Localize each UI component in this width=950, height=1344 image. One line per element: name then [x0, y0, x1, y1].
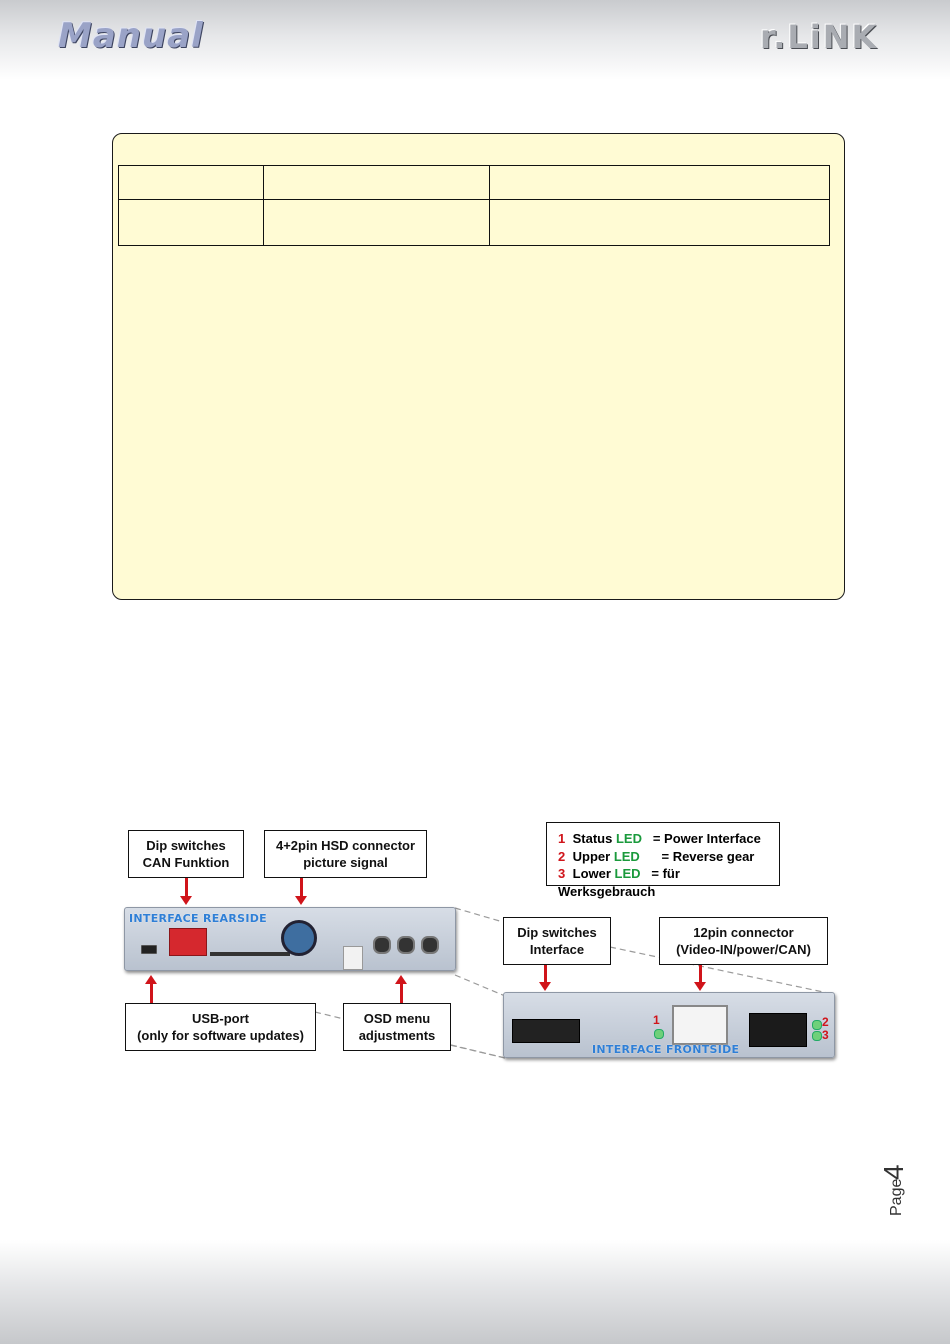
legend-name: Lower [572, 866, 611, 881]
table-cell [263, 199, 490, 246]
arrow-head-icon [694, 982, 706, 991]
callout-line: (Video-IN/power/CAN) [676, 942, 811, 957]
legend-row: 2 Upper LED = Reverse gear [558, 848, 779, 866]
legend-name: Upper [572, 848, 611, 864]
interface-rearside-panel: INTERFACE REARSIDE [124, 907, 456, 971]
callout-line: Dip switches [517, 925, 597, 940]
table-cell [489, 199, 830, 246]
table-cell [263, 165, 490, 200]
arrow-dip-can [185, 878, 188, 898]
legend-desc: = Reverse gear [661, 848, 755, 864]
spec-table [118, 165, 830, 246]
arrow-head-icon [539, 982, 551, 991]
legend-name: Status [572, 831, 613, 846]
rearside-label: INTERFACE REARSIDE [129, 912, 267, 925]
12pin-connector-icon [672, 1005, 728, 1045]
led-2-icon [812, 1020, 822, 1030]
osd-menu-callout: OSD menu adjustments [343, 1003, 451, 1051]
arrow-osd [400, 983, 403, 1003]
led-1-icon [654, 1029, 664, 1039]
dip-switches-interface-callout: Dip switches Interface [503, 917, 611, 965]
led-legend: 1 Status LED = Power Interface 2 Upper L… [546, 822, 780, 899]
legend-number: 1 [558, 831, 566, 846]
legend-desc: = Power Interface [652, 831, 761, 846]
osd-button-icon [421, 936, 439, 954]
arrow-head-icon [395, 975, 407, 984]
legend-led: LED [614, 866, 641, 881]
frontside-label: INTERFACE FRONTSIDE [592, 1043, 740, 1056]
legend-row: 3 Lower LED = für Werksgebrauch [558, 865, 779, 900]
osd-button-icon [373, 936, 391, 954]
rlink-logo: r.LiNK [760, 18, 879, 56]
dip-switches-can-callout: Dip switches CAN Funktion [128, 830, 244, 878]
led-3-label: 3 [822, 1028, 829, 1042]
dip-switch-block-icon [512, 1019, 580, 1043]
table-row [118, 199, 830, 246]
led-1-label: 1 [653, 1013, 660, 1027]
hsd-connector-icon [281, 920, 317, 956]
callout-line: adjustments [358, 1028, 436, 1043]
dip-switch-block-icon [169, 928, 207, 956]
callout-line: picture signal [303, 855, 388, 870]
callout-line: USB-port [191, 1011, 250, 1026]
power-connector-icon [749, 1013, 807, 1047]
callout-line: 12pin connector [693, 925, 794, 940]
legend-number: 2 [558, 848, 566, 864]
arrow-12pin [699, 965, 702, 984]
page-word: Page [888, 1178, 905, 1216]
callout-line: Dip switches [146, 838, 226, 853]
callout-line: 4+2pin HSD connector [275, 838, 416, 853]
footer-band [0, 1240, 950, 1344]
table-cell [118, 199, 264, 246]
legend-desc: = für Werksgebrauch [558, 866, 680, 899]
legend-row: 1 Status LED = Power Interface [558, 830, 779, 848]
arrow-dip-interface [544, 965, 547, 984]
sticker-icon [343, 946, 363, 970]
legend-number: 3 [558, 866, 566, 881]
usb-port-callout: USB-port (only for software updates) [125, 1003, 316, 1051]
callout-line: CAN Funktion [142, 855, 230, 870]
arrow-head-icon [180, 896, 192, 905]
slot-icon [210, 952, 290, 956]
callout-line: OSD menu [363, 1011, 431, 1026]
manual-logo: Manual [58, 16, 204, 56]
hsd-connector-callout: 4+2pin HSD connector picture signal [264, 830, 427, 878]
osd-button-icon [397, 936, 415, 954]
arrow-usb [150, 983, 153, 1003]
led-3-icon [812, 1031, 822, 1041]
led-2-label: 2 [822, 1015, 829, 1029]
header-band [0, 0, 950, 80]
arrow-head-icon [145, 975, 157, 984]
arrow-hsd [300, 878, 303, 898]
interface-frontside-panel: 1 2 3 INTERFACE FRONTSIDE [503, 992, 835, 1058]
legend-led: LED [615, 831, 642, 846]
legend-led: LED [613, 848, 640, 864]
pin12-connector-callout: 12pin connector (Video-IN/power/CAN) [659, 917, 828, 965]
arrow-head-icon [295, 896, 307, 905]
usb-port-icon [141, 945, 157, 954]
callout-line: (only for software updates) [137, 1028, 304, 1043]
callout-line: Interface [529, 942, 585, 957]
